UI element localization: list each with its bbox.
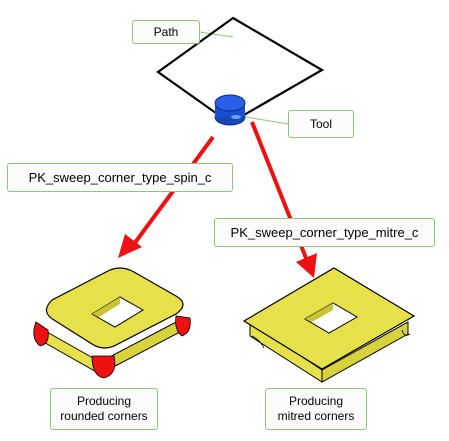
tool-callout: Tool [288,110,354,138]
tool-label: Tool [309,117,332,131]
mitred-corners-callout: Producing mitred corners [265,388,367,430]
arrow-to-rounded [118,135,215,258]
path-label: Path [153,25,179,39]
rounded-corners-line2: rounded corners [60,409,148,423]
spin-corner-label: PK_sweep_corner_type_spin_c [28,170,212,185]
spin-corner-callout: PK_sweep_corner_type_spin_c [7,163,233,192]
mitred-corner-body [242,267,416,383]
path-leader-line [199,31,234,38]
mitre-corner-callout: PK_sweep_corner_type_mitre_c [214,218,435,247]
arrow-to-mitred [250,121,317,278]
tool-disc [214,94,246,126]
rounded-corners-callout: Producing rounded corners [50,388,158,430]
mitre-corner-label: PK_sweep_corner_type_mitre_c [230,225,419,240]
mitred-corners-line2: mitred corners [277,409,355,423]
path-callout: Path [132,20,200,44]
rounded-corner-body [33,267,191,379]
tool-leader-line [239,115,289,125]
mitred-corners-line1: Producing [288,394,344,408]
rounded-corners-line1: Producing [76,394,132,408]
